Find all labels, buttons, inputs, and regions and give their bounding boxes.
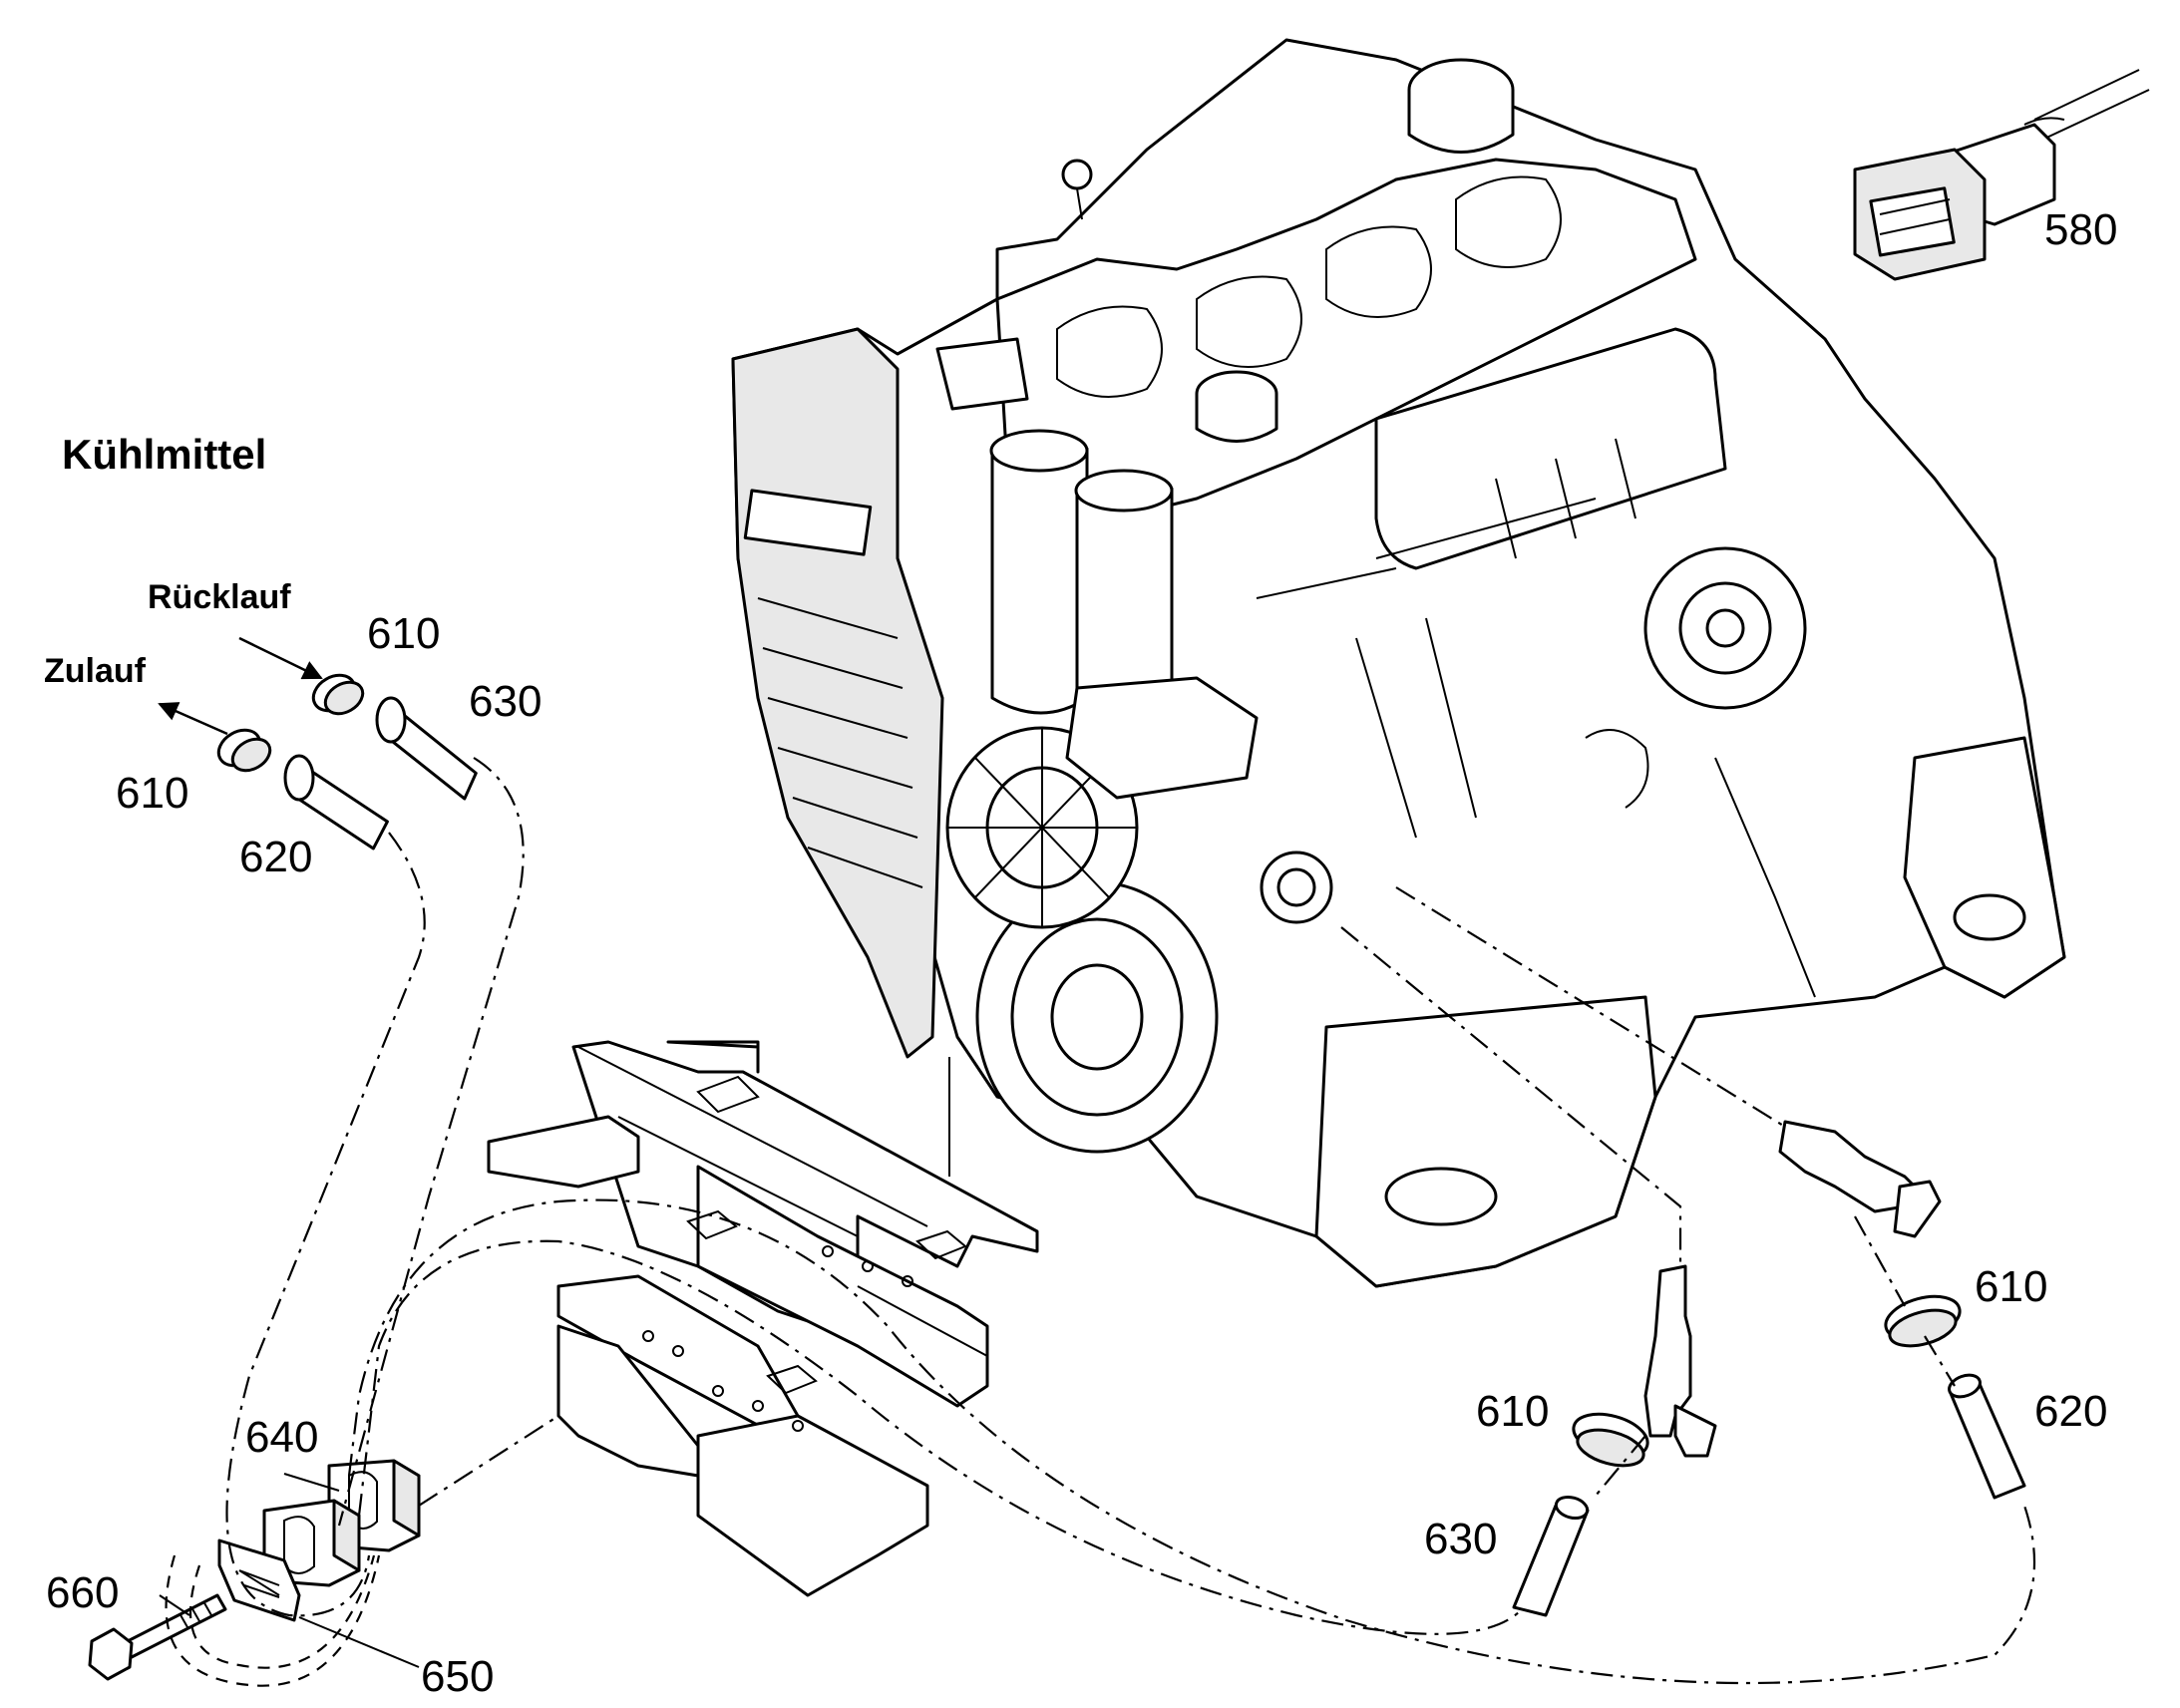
return-flow-label: Rücklauf	[148, 578, 291, 616]
chassis-frame	[487, 1040, 1039, 1597]
connector-580	[1853, 69, 2150, 281]
supply-flow-label: Zulauf	[44, 652, 147, 690]
callout-640: 640	[245, 1413, 318, 1462]
supply-arrow	[158, 702, 228, 736]
return-arrow	[238, 636, 323, 680]
flow-arrows	[158, 636, 323, 736]
right-sensor-parts	[1512, 1120, 2026, 1617]
callout-620-right: 620	[2034, 1387, 2107, 1436]
bracket-parts	[88, 1459, 421, 1681]
diagram-title: Kühlmittel	[62, 431, 266, 478]
callout-610-right: 610	[1975, 1262, 2047, 1311]
callout-580: 580	[2044, 205, 2117, 254]
callout-610-sensor: 610	[1476, 1387, 1549, 1436]
callout-660: 660	[46, 1568, 119, 1617]
callout-610-return: 610	[367, 609, 440, 658]
callout-620-left: 620	[239, 833, 312, 881]
engine-illustration	[731, 38, 2066, 1288]
hose-routing-lines	[165, 117, 2065, 1687]
label-leaders	[159, 1473, 420, 1668]
callout-650: 650	[421, 1652, 494, 1701]
callout-630-bottom: 630	[1424, 1515, 1497, 1563]
callout-630-top: 630	[469, 677, 542, 726]
left-hose-parts	[216, 673, 478, 851]
callout-610-supply: 610	[116, 769, 188, 818]
